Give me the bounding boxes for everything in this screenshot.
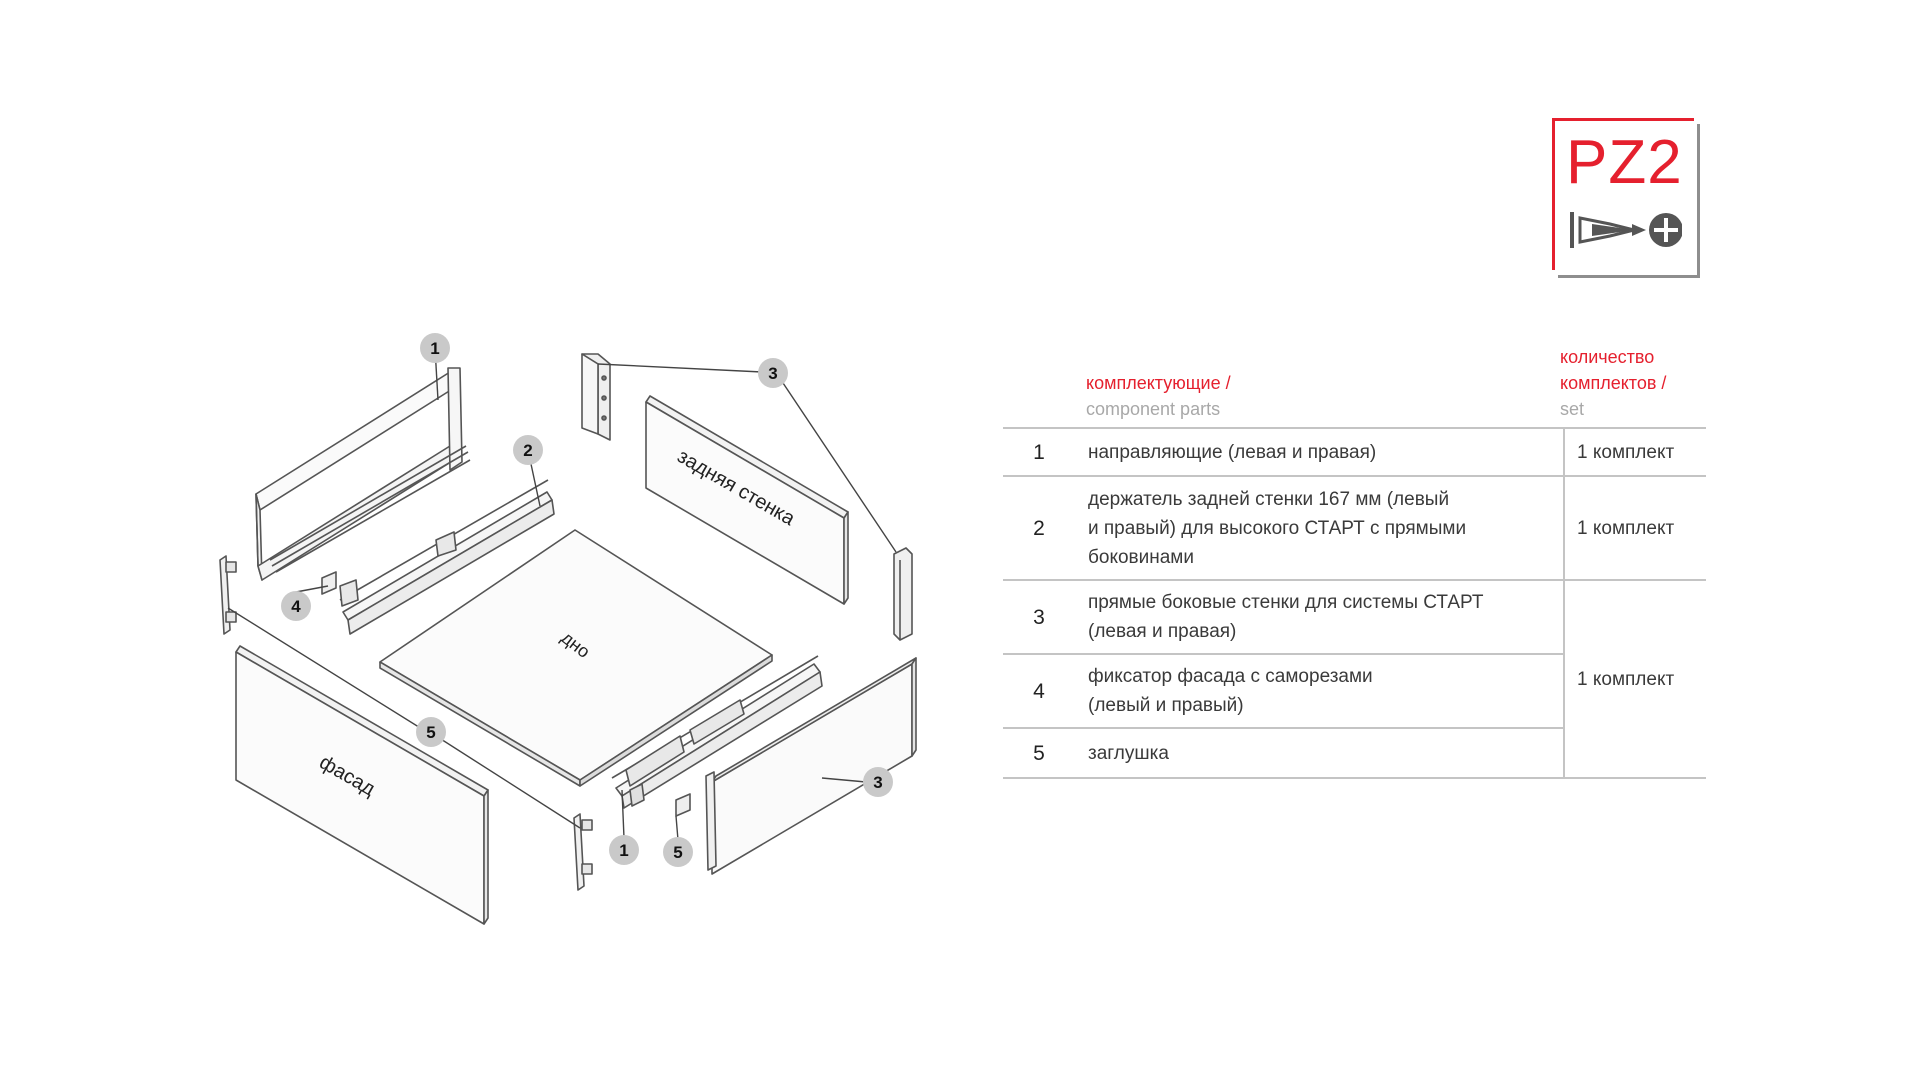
row-description-line: боковинами xyxy=(1088,546,1194,568)
header-set: количество комплектов / set xyxy=(1560,344,1666,422)
svg-text:4: 4 xyxy=(291,597,301,616)
row-number: 4 xyxy=(1003,653,1075,729)
right-side-wall xyxy=(705,657,917,875)
table-row: 5 заглушка xyxy=(1003,727,1706,779)
svg-text:5: 5 xyxy=(426,723,435,742)
row-description: направляющие (левая и правая) xyxy=(1075,427,1564,477)
header-set-ru-2: комплектов / xyxy=(1560,373,1667,393)
callout-5-left: 4 xyxy=(281,591,311,621)
header-set-en: set xyxy=(1560,399,1585,419)
callout-1-left: 2 xyxy=(513,435,543,465)
right-guide-rail xyxy=(611,655,823,809)
header-set-ru-1: количество xyxy=(1560,347,1655,367)
callout-3-left: 1 xyxy=(420,333,450,363)
callout-3-right: 3 xyxy=(863,767,893,797)
header-parts-ru: комплектующие / xyxy=(1086,373,1231,393)
leader-lines xyxy=(227,347,897,841)
left-cap xyxy=(321,571,337,595)
callout-5-right: 5 xyxy=(663,837,693,867)
bottom-panel xyxy=(379,529,773,787)
row-quantity: 1 комплект xyxy=(1563,579,1706,779)
header-parts-en: component parts xyxy=(1086,399,1221,419)
row-quantity: 1 комплект xyxy=(1563,475,1706,581)
front-panel xyxy=(235,645,489,925)
row-number: 2 xyxy=(1003,475,1075,581)
pz2-badge-text: PZ2 xyxy=(1566,128,1683,197)
callout-1-right: 1 xyxy=(609,835,639,865)
row-description-line: прямые боковые стенки для системы СТАРТ xyxy=(1088,592,1484,613)
svg-text:5: 5 xyxy=(673,843,682,862)
svg-text:1: 1 xyxy=(619,841,628,860)
component-table: 1 направляющие (левая и правая) 1 компле… xyxy=(1003,427,1706,779)
screwdriver-icon xyxy=(1570,212,1682,248)
left-front-fixator xyxy=(219,555,237,635)
pz2-badge: PZ2 xyxy=(1552,118,1700,278)
svg-text:3: 3 xyxy=(768,364,777,383)
drawer-exploded-diagram: задняя стенка дно фасад 1 2 3 4 5 1 xyxy=(219,333,917,925)
left-side-wall xyxy=(255,367,471,581)
right-front-fixator xyxy=(573,813,593,891)
table-row: 3 прямые боковые стенки для системы СТАР… xyxy=(1003,579,1706,779)
back-wall-panel xyxy=(645,395,849,605)
row-description: фиксатор фасада с саморезами (левый и пр… xyxy=(1075,653,1564,729)
left-guide-rail xyxy=(339,479,555,635)
row-number: 5 xyxy=(1003,727,1075,779)
table-row: 2 держатель задней стенки 167 мм (левый … xyxy=(1003,475,1706,581)
row-description: заглушка xyxy=(1075,727,1564,779)
callout-4: 5 xyxy=(416,717,446,747)
row-description-line: направляющие (левая и правая) xyxy=(1088,441,1377,463)
svg-text:2: 2 xyxy=(523,441,532,460)
row-description: прямые боковые стенки для системы СТАРТ … xyxy=(1075,579,1564,655)
right-cap xyxy=(675,793,691,817)
row-description-line: и правый) для высокого СТАРТ с прямыми xyxy=(1088,517,1467,539)
back-wall-holder-left xyxy=(581,353,611,441)
row-number: 3 xyxy=(1003,579,1075,655)
row-description-line: (левая и правая) xyxy=(1088,621,1237,642)
svg-text:3: 3 xyxy=(873,773,882,792)
row-number: 1 xyxy=(1003,427,1075,477)
header-component-parts: комплектующие / component parts xyxy=(1086,370,1231,422)
back-wall-holder-right xyxy=(893,547,913,641)
row-description-line: держатель задней стенки 167 мм (левый xyxy=(1088,488,1450,510)
row-description-line: заглушка xyxy=(1088,742,1169,764)
row-description: держатель задней стенки 167 мм (левый и … xyxy=(1075,475,1564,581)
row-quantity: 1 комплект xyxy=(1563,427,1706,477)
row-description-line: (левый и правый) xyxy=(1088,695,1244,716)
callout-2: 3 xyxy=(758,358,788,388)
svg-text:1: 1 xyxy=(430,339,439,358)
table-row: 4 фиксатор фасада с саморезами (левый и … xyxy=(1003,653,1706,729)
row-description-line: фиксатор фасада с саморезами xyxy=(1088,666,1373,687)
table-row: 1 направляющие (левая и правая) 1 компле… xyxy=(1003,427,1706,477)
